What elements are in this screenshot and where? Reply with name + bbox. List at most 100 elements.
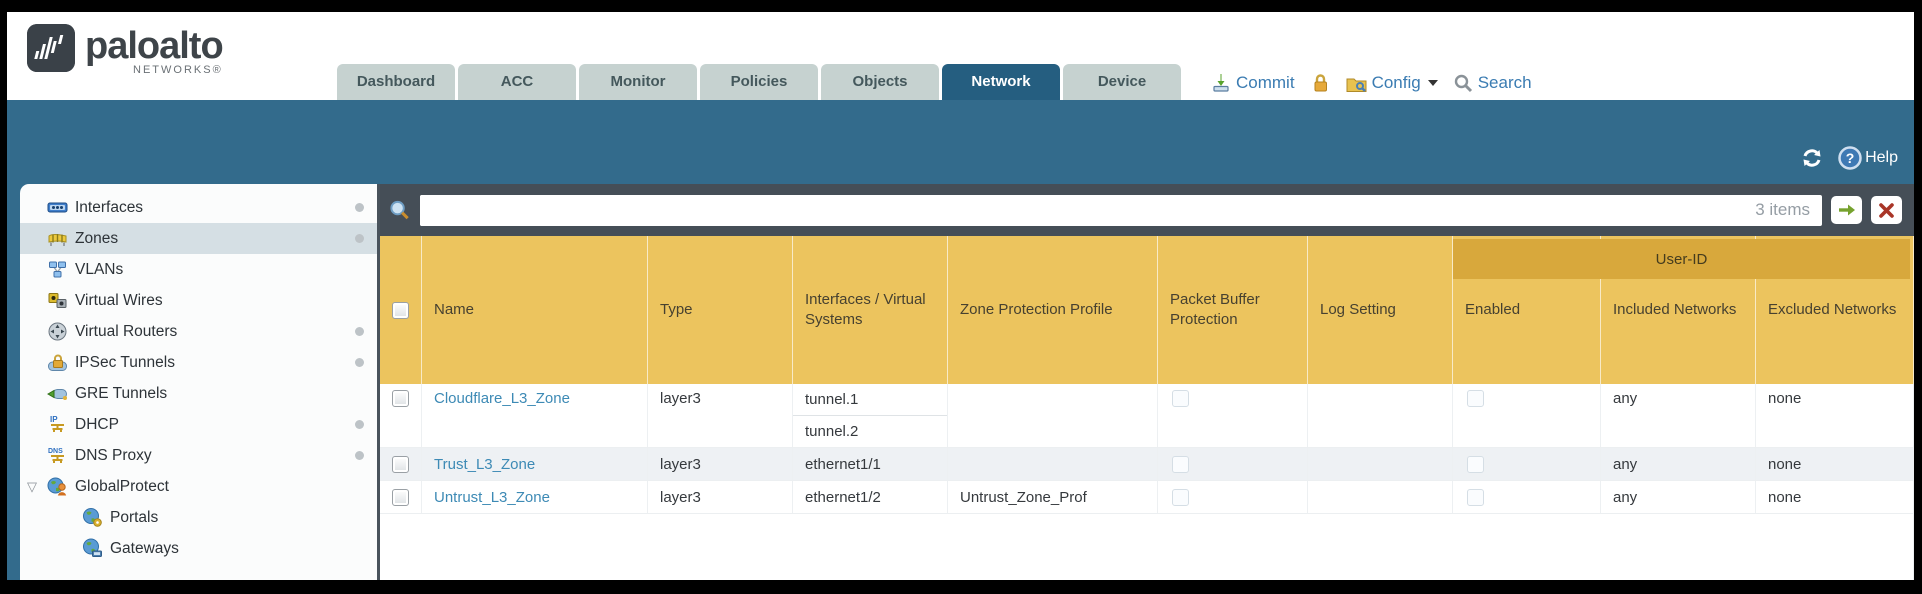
user-id-enabled-checkbox xyxy=(1467,455,1484,473)
config-label: Config xyxy=(1371,73,1421,92)
tab-objects[interactable]: Objects xyxy=(821,64,939,100)
brand-name: paloalto xyxy=(85,25,224,67)
zones-icon xyxy=(48,234,67,246)
sidebar-item-globalprotect[interactable]: ▽ GlobalProtect xyxy=(20,471,377,502)
select-all-cell xyxy=(380,236,422,384)
sidebar-item-ipsec-tunnels[interactable]: IPSec Tunnels xyxy=(20,347,377,378)
paloalto-logo-icon xyxy=(27,24,75,72)
included-networks: any xyxy=(1601,448,1756,480)
green-arrow-icon xyxy=(1838,204,1855,216)
sidebar-item-label: Interfaces xyxy=(75,198,144,216)
col-header-zone-protection-profile[interactable]: Zone Protection Profile xyxy=(948,236,1158,384)
col-header-log-setting[interactable]: Log Setting xyxy=(1308,236,1453,384)
left-teal-rail xyxy=(7,184,20,580)
zone-interfaces: tunnel.1 tunnel.2 xyxy=(793,384,948,447)
col-header-enabled[interactable]: Enabled xyxy=(1453,236,1601,384)
svg-text:?: ? xyxy=(1846,150,1855,166)
log-setting xyxy=(1308,448,1453,480)
zone-name-link[interactable]: Cloudflare_L3_Zone xyxy=(434,390,570,407)
col-header-interfaces[interactable]: Interfaces / Virtual Systems xyxy=(793,236,948,384)
sidebar-item-label: DHCP xyxy=(75,415,119,433)
table-row: Trust_L3_Zone layer3 ethernet1/1 any non… xyxy=(380,448,1914,481)
virtual-wires-icon xyxy=(48,293,67,308)
table-empty-area xyxy=(380,514,1914,580)
commit-icon xyxy=(1213,74,1229,92)
sidebar-item-vlans[interactable]: VLANs xyxy=(20,254,377,285)
items-count: 3 items xyxy=(1755,200,1810,219)
tab-device[interactable]: Device xyxy=(1063,64,1181,100)
row-checkbox[interactable] xyxy=(392,488,409,506)
zone-interfaces: ethernet1/1 xyxy=(793,448,948,480)
help-label: Help xyxy=(1865,149,1898,166)
help-button[interactable]: ? Help xyxy=(1838,146,1898,170)
sidebar-item-portals[interactable]: Portals xyxy=(20,502,377,533)
packet-buffer-checkbox xyxy=(1172,455,1189,473)
table-row: Cloudflare_L3_Zone layer3 tunnel.1 tunne… xyxy=(380,384,1914,448)
help-icon: ? xyxy=(1838,146,1862,170)
sidebar-item-virtual-routers[interactable]: Virtual Routers xyxy=(20,316,377,347)
status-dot xyxy=(355,358,364,367)
tab-dashboard[interactable]: Dashboard xyxy=(337,64,455,100)
expander-triangle-icon[interactable]: ▽ xyxy=(27,478,37,494)
sidebar-item-label: Virtual Wires xyxy=(75,291,163,309)
user-id-enabled-checkbox xyxy=(1467,488,1484,506)
sidebar-item-zones[interactable]: Zones xyxy=(20,223,377,254)
svg-text:DNS: DNS xyxy=(48,448,63,455)
row-checkbox[interactable] xyxy=(392,390,409,407)
config-dropdown[interactable]: Config xyxy=(1346,73,1438,93)
band-tools: ? Help xyxy=(1800,146,1898,170)
globalprotect-icon xyxy=(47,477,67,496)
dns-proxy-icon: DNS xyxy=(48,448,64,463)
dhcp-icon: IP xyxy=(50,415,64,432)
zone-name-link[interactable]: Untrust_L3_Zone xyxy=(434,488,550,506)
included-networks: any xyxy=(1601,481,1756,513)
log-setting xyxy=(1308,481,1453,513)
col-header-excluded-networks[interactable]: Excluded Networks xyxy=(1756,236,1914,384)
sidebar-item-gre-tunnels[interactable]: GRE Tunnels xyxy=(20,378,377,409)
tab-network[interactable]: Network xyxy=(942,64,1060,100)
panos-web-ui: paloalto NETWORKS® Dashboard ACC Monitor… xyxy=(7,12,1914,580)
filter-bar: 3 items xyxy=(380,184,1914,236)
filter-input[interactable] xyxy=(420,194,1756,226)
col-header-included-networks[interactable]: Included Networks xyxy=(1601,236,1756,384)
search-label: Search xyxy=(1477,73,1532,92)
sidebar-item-dns-proxy[interactable]: DNS DNS Proxy xyxy=(20,440,377,471)
col-header-packet-buffer-protection[interactable]: Packet Buffer Protection xyxy=(1158,236,1308,384)
table-row: Untrust_L3_Zone layer3 ethernet1/2 Untru… xyxy=(380,481,1914,514)
teal-banner xyxy=(7,100,1914,184)
clear-filter-button[interactable] xyxy=(1871,196,1902,224)
lock-icon[interactable] xyxy=(1311,73,1330,93)
sidebar-item-gateways[interactable]: Gateways xyxy=(20,533,377,564)
commit-button[interactable]: Commit xyxy=(1211,73,1295,93)
col-header-type[interactable]: Type xyxy=(648,236,793,384)
search-button[interactable]: Search xyxy=(1454,73,1532,93)
row-checkbox[interactable] xyxy=(392,455,409,473)
zone-type: layer3 xyxy=(648,384,793,447)
sidebar-item-virtual-wires[interactable]: Virtual Wires xyxy=(20,285,377,316)
sidebar-item-dhcp[interactable]: IP DHCP xyxy=(20,409,377,440)
paloalto-logo: paloalto NETWORKS® xyxy=(7,12,337,76)
top-header: paloalto NETWORKS® Dashboard ACC Monitor… xyxy=(7,12,1914,100)
config-icon xyxy=(1346,78,1367,92)
commit-label: Commit xyxy=(1236,73,1295,92)
virtual-routers-icon xyxy=(48,322,67,341)
apply-filter-button[interactable] xyxy=(1831,196,1862,224)
sidebar-item-label: GlobalProtect xyxy=(75,477,169,495)
zone-name-link[interactable]: Trust_L3_Zone xyxy=(434,455,536,473)
zone-protection-profile: Untrust_Zone_Prof xyxy=(948,481,1158,513)
tab-acc[interactable]: ACC xyxy=(458,64,576,100)
select-all-checkbox[interactable] xyxy=(392,301,409,319)
portals-icon xyxy=(83,508,102,527)
refresh-icon[interactable] xyxy=(1800,146,1824,170)
sidebar-item-label: Portals xyxy=(110,508,159,526)
sidebar-item-label: GRE Tunnels xyxy=(75,384,168,402)
gateways-icon xyxy=(83,538,102,557)
tab-monitor[interactable]: Monitor xyxy=(579,64,697,100)
tab-policies[interactable]: Policies xyxy=(700,64,818,100)
user-id-enabled-checkbox xyxy=(1467,390,1484,407)
zones-table-header: Name Type Interfaces / Virtual Systems Z… xyxy=(380,236,1914,384)
sidebar-item-interfaces[interactable]: Interfaces xyxy=(20,192,377,223)
sidebar-item-label: Virtual Routers xyxy=(75,322,178,340)
col-header-name[interactable]: Name xyxy=(422,236,648,384)
zone-protection-profile xyxy=(948,384,1158,447)
